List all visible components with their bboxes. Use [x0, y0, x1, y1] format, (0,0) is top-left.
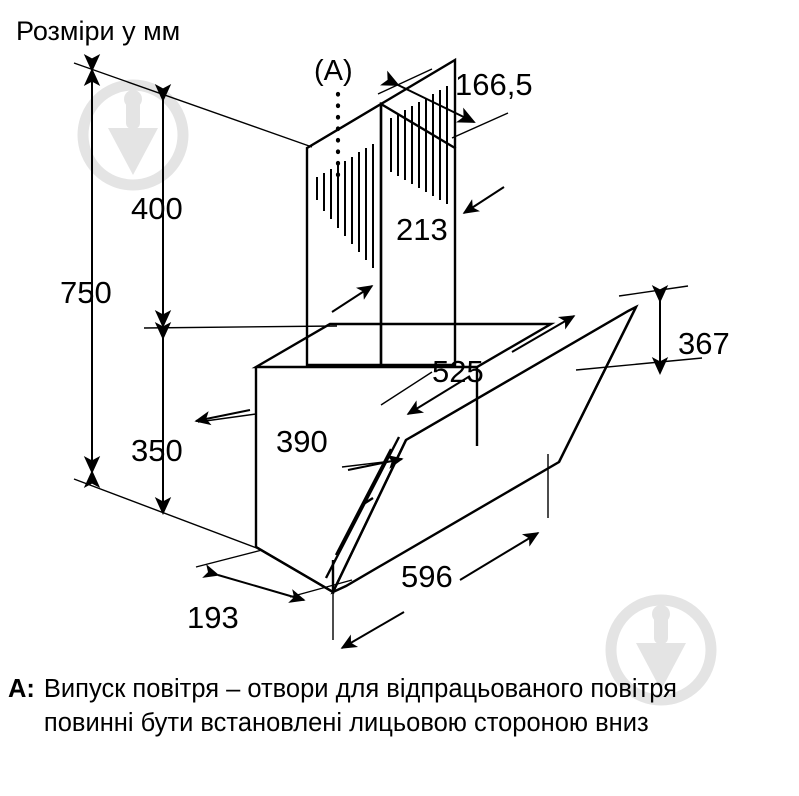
glass-panel-bevel-d: [361, 496, 374, 507]
dim-label-400: 400: [131, 191, 183, 226]
glass-panel-bevel-b: [324, 436, 401, 579]
dimension-arrows: [83, 54, 669, 649]
dim-line-390-left: [194, 409, 251, 426]
dim-label-596: 596: [401, 559, 453, 594]
legend-note-key: A:: [8, 675, 35, 703]
ext-367-top: [618, 285, 689, 297]
ext-367-bottom: [575, 357, 703, 371]
ext-525-left: [380, 371, 433, 406]
glass-panel-bevel-c: [334, 448, 393, 556]
callout-a-label: (A): [314, 55, 353, 87]
glass-panel-outer: [330, 304, 639, 595]
glass-panel-right-edge: [557, 306, 638, 463]
body-front-face: [254, 367, 335, 595]
dim-leader-213-right: [462, 186, 505, 214]
dim-line-525-right: [511, 315, 576, 353]
ext-mid-reference: [143, 325, 338, 329]
ext-top-reference: [73, 62, 313, 148]
page-title: Розміри у мм: [16, 16, 180, 46]
dim-line-390-right: [347, 454, 404, 471]
dim-line-525-left: [406, 375, 471, 415]
watermark-logo-top-left: [83, 85, 183, 185]
dim-label-367: 367: [678, 326, 730, 361]
legend-note: A: Випуск повітря – отвори для відпрацьо…: [8, 672, 788, 740]
dim-leader-213-left: [331, 285, 374, 313]
body-top-face: [251, 322, 556, 369]
air-outlet-slots-left-face: [316, 144, 374, 268]
legend-note-text: Випуск повітря – отвори для відпрацьован…: [43, 675, 677, 737]
dim-line-596-left: [340, 611, 405, 649]
dim-label-193: 193: [187, 600, 239, 635]
extension-lines: [73, 62, 703, 640]
glass-panel-bevel-a: [331, 439, 408, 593]
callout-a-group: (A): [314, 55, 353, 189]
body-front-bottom: [255, 545, 334, 594]
ext-193-left: [195, 549, 263, 568]
dim-label-525: 525: [432, 354, 484, 389]
dim-label-390: 390: [276, 424, 328, 459]
ext-bottom-reference: [73, 478, 263, 551]
dim-label-166-5: 166,5: [455, 67, 533, 102]
dim-label-213: 213: [396, 212, 448, 247]
dim-line-1665: [380, 70, 476, 123]
dim-line-193: [202, 564, 306, 603]
dim-line-596-right: [459, 532, 540, 581]
dim-label-350: 350: [131, 433, 183, 468]
dim-label-750: 750: [60, 275, 112, 310]
ext-1665-right: [451, 112, 509, 139]
